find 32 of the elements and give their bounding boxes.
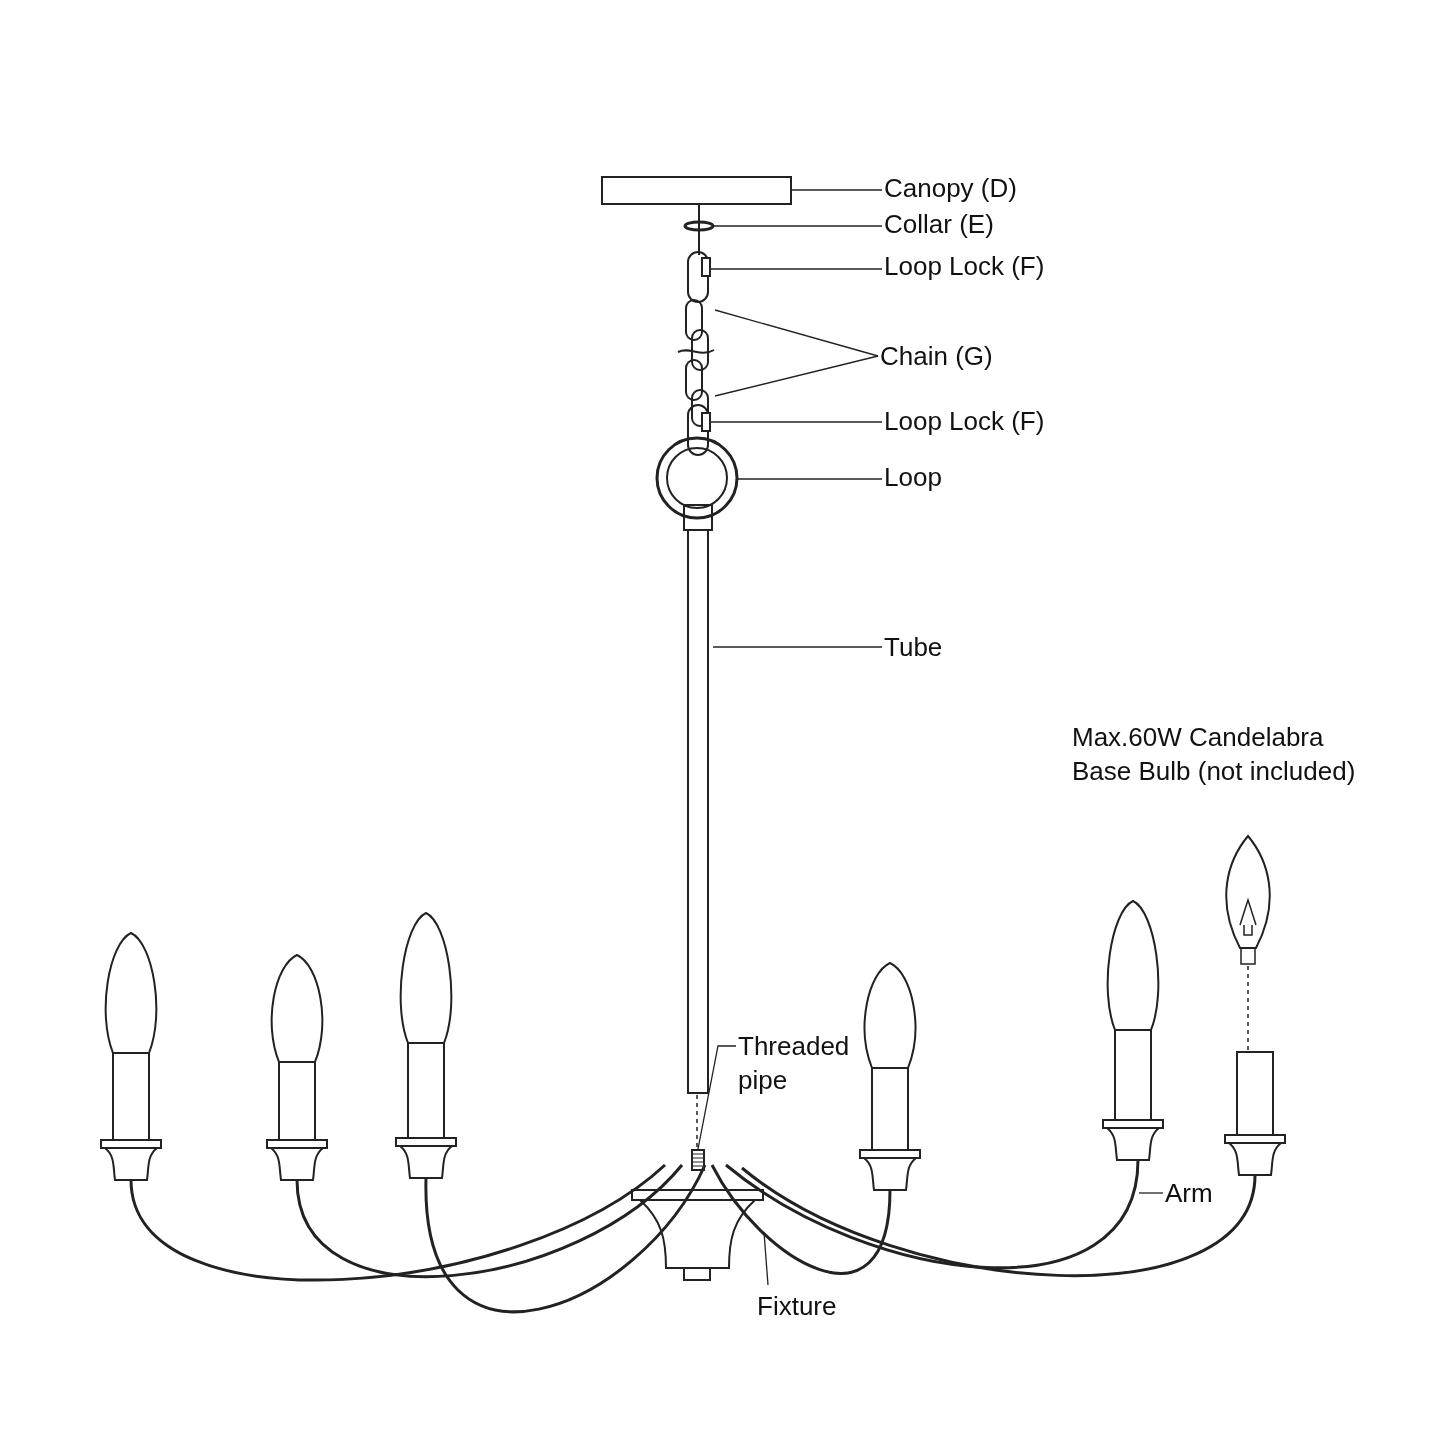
hanging-loop [655, 436, 739, 520]
leader-line [710, 268, 883, 270]
part-label: Fixture [757, 1289, 837, 1323]
leader-line [791, 189, 883, 191]
bulb-note: Max.60W Candelabra Base Bulb (not included) [1072, 721, 1357, 788]
leader-line [714, 355, 879, 397]
part-label: Collar (E) [884, 207, 994, 241]
part-label: Chain (G) [880, 339, 993, 373]
leader-line [1138, 1192, 1164, 1194]
leader-line [710, 421, 883, 423]
part-label: Loop Lock (F) [884, 249, 1045, 283]
canopy-plate [601, 176, 792, 205]
fixture-body [631, 1189, 764, 1281]
collar-ring [683, 220, 715, 232]
part-label: Loop [884, 460, 942, 494]
arm [725, 1159, 1140, 1269]
loop-lock [687, 404, 711, 456]
chain [677, 299, 715, 427]
leader-line [737, 478, 883, 480]
part-label: Threaded pipe [738, 1029, 868, 1097]
loop-lock [687, 251, 711, 303]
leader-line [714, 309, 879, 357]
leader-line [697, 1045, 737, 1150]
leader-line [713, 225, 883, 227]
part-label: Tube [884, 630, 943, 664]
tube [683, 504, 713, 1094]
leader-line [763, 1231, 769, 1286]
leader-line [712, 646, 883, 648]
part-label: Canopy (D) [884, 171, 1017, 205]
part-label: Loop Lock (F) [884, 404, 1045, 438]
part-label: Arm [1165, 1176, 1213, 1210]
threaded-pipe [691, 1149, 705, 1171]
